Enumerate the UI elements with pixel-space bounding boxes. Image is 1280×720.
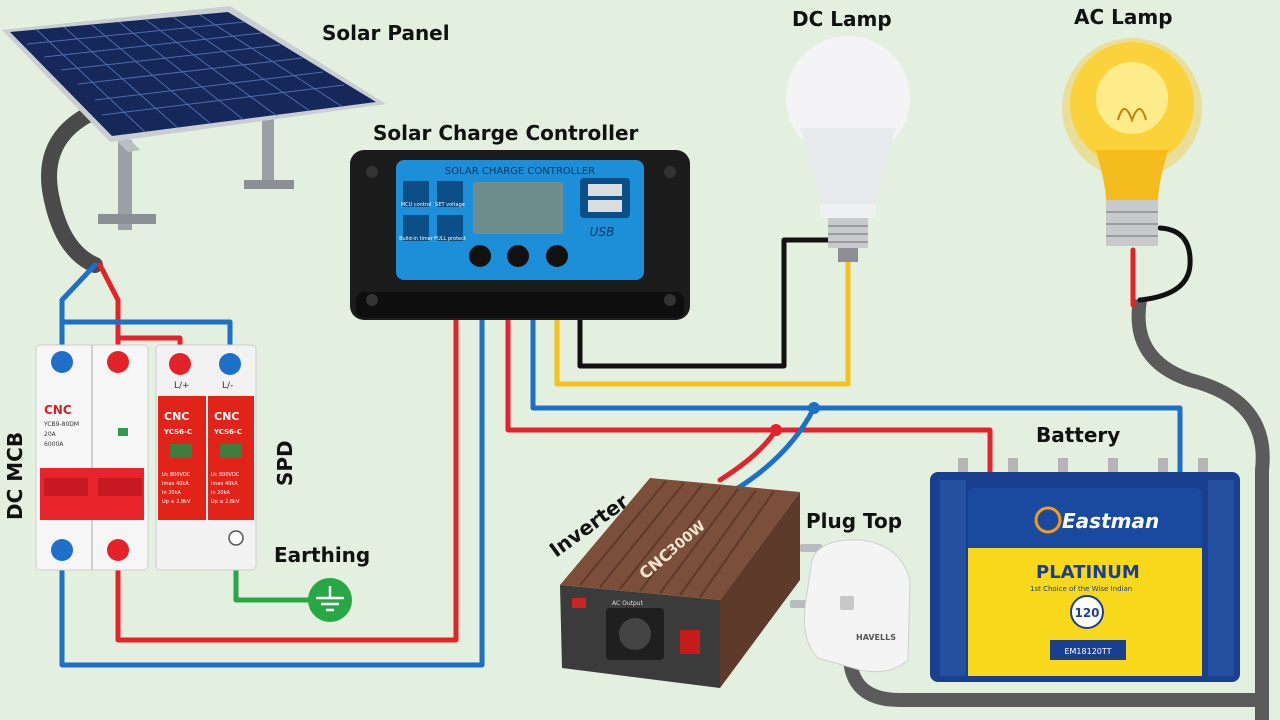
spd-spec3-right: In 20kA [211,490,230,496]
battery-badge-value: 120 [1074,606,1099,620]
controller-lcd [473,182,563,234]
controller-btn-timer: Build-in timer [399,236,434,242]
cable-ac-lamp [1131,298,1270,720]
spd-label: SPD [273,440,297,486]
spd-spec3-left: In 20kA [162,490,181,496]
wire-mcb-controller-red [115,303,459,643]
wire-inverter-red [717,427,779,483]
solar-panel: Solar Panel [2,6,450,230]
plug-top: Plug Top HAVELLS [790,509,911,673]
mcb-terminal-top-red [107,351,129,373]
battery-terminals [958,458,1208,474]
controller-usb-label: USB [590,225,615,239]
wire-aclamp-black [1137,225,1193,303]
spd-brand-right: CNC [214,410,239,423]
solar-panel-label: Solar Panel [322,21,450,45]
earthing: Earthing [274,543,370,622]
charge-controller-label: Solar Charge Controller [373,121,639,145]
spd-terminal-pos [169,353,191,375]
wire-battery-red [505,303,993,478]
wire-mcb-controller-blue [59,303,485,668]
battery-badge [1070,595,1104,629]
controller-header: SOLAR CHARGE CONTROLLER [445,166,595,177]
spd-terminal-neg-label: L/- [222,381,233,391]
battery-model: EM18120TT [1064,647,1111,656]
spd-terminal-pos-label: L/+ [174,381,190,391]
mcb-model: YCB9-80DM [43,421,79,428]
solar-charge-controller: Solar Charge Controller SOLAR CHARGE CON… [350,121,690,320]
plug-brand: HAVELLS [856,633,896,642]
ac-lamp-label: AC Lamp [1074,5,1173,29]
inverter-power-switch [680,630,700,654]
usb-port-icon [588,184,622,196]
wire-battery-blue [530,303,1183,478]
spd-spec4-left: Up ≤ 2.8kV [162,499,191,505]
mcb-terminal-bottom-red [107,539,129,561]
spd-spec1-left: Uc 800VDC [162,472,191,478]
plug-top-label: Plug Top [806,509,902,533]
battery-tagline: 1st Choice of the Wise Indian [1030,585,1132,593]
spd-spec2-right: Imax 40kA [211,481,238,487]
ac-lamp: AC Lamp [1062,5,1202,246]
controller-btn-mcu: MCU control [401,202,431,208]
usb-port-icon-2 [588,200,622,212]
battery-brand: Eastman [1062,509,1159,533]
spd-spec2-left: Imax 40kA [162,481,189,487]
inverter-output-label: AC Output [612,600,644,607]
battery-label: Battery [1036,423,1120,447]
controller-button-right [546,245,568,267]
spd-terminal-neg [219,353,241,375]
wire-panel-red [97,262,121,365]
inverter: Inverter CNC 300W AC Output [545,478,800,688]
dc-mcb: DC MCB CNC YCB9-80DM 20A 6000A [3,344,149,571]
dc-mcb-label: DC MCB [3,432,27,520]
controller-btn-protect: FULL protect [434,236,466,242]
mcb-terminal-top-blue [51,351,73,373]
battery-series: PLATINUM [1036,562,1140,583]
spd-spec4-right: Up ≤ 2.8kV [211,499,240,505]
spd-ground-terminal [228,530,244,546]
spd-brand-left: CNC [164,410,189,423]
earthing-label: Earthing [274,543,370,567]
battery: Battery Eastman PLATINUM 1st Choice of t… [930,423,1240,682]
controller-button-left [469,245,491,267]
wire-mcb-spd-blue [59,319,233,365]
mcb-rating: 20A [44,431,57,438]
mcb-terminal-bottom-blue [51,539,73,561]
wire-dclamp-black [577,237,835,369]
spd-spec1-right: Uc 800VDC [211,472,240,478]
earth-icon [308,578,352,622]
controller-btn-set: SET voltage [435,202,465,208]
mcb-capacity: 6000A [44,441,64,448]
wire-dclamp-yellow [554,259,851,387]
wire-inverter-blue [735,405,817,491]
dc-lamp: DC Lamp [786,7,910,262]
spd: SPD L/+ L/- CNC CNC YCS6-C YCS6-C Uc 800… [155,344,297,571]
spd-model-left: YCS6-C [163,428,192,436]
mcb-brand: CNC [44,403,72,417]
controller-button-middle [507,245,529,267]
spd-model-right: YCS6-C [213,428,242,436]
dc-lamp-label: DC Lamp [792,7,892,31]
